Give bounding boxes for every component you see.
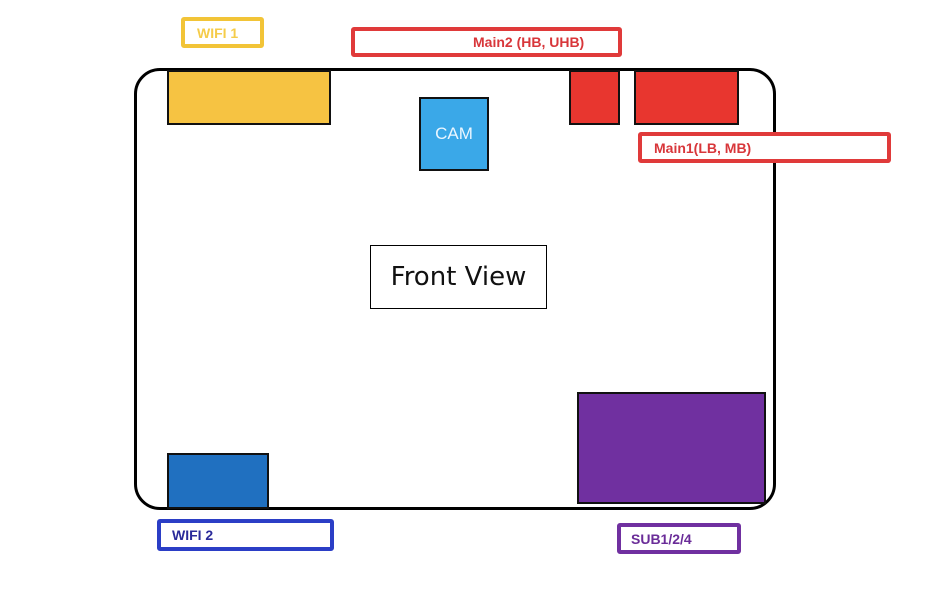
wifi2-label: WIFI 2 <box>157 519 334 551</box>
sub-label: SUB1/2/4 <box>617 523 741 554</box>
wifi1-antenna-block <box>167 70 331 125</box>
main2-antenna-block <box>569 70 620 125</box>
wifi2-antenna-block <box>167 453 269 509</box>
wifi1-label: WIFI 1 <box>181 17 264 48</box>
main2-label: Main2 (HB, UHB) <box>351 27 622 57</box>
main2-label-text: Main2 (HB, UHB) <box>473 34 585 50</box>
main1-antenna-block <box>634 70 739 125</box>
camera-label: CAM <box>435 124 473 143</box>
camera-block: CAM <box>419 97 489 171</box>
front-view-title-box: Front View <box>370 245 547 309</box>
device-outline <box>134 68 776 510</box>
sub-antenna-block <box>577 392 766 504</box>
main1-label-text: Main1(LB, MB) <box>654 139 752 156</box>
sub-label-text: SUB1/2/4 <box>631 530 692 547</box>
front-view-title: Front View <box>390 262 527 292</box>
main1-label: Main1(LB, MB) <box>638 132 891 163</box>
wifi1-label-text: WIFI 1 <box>197 24 239 41</box>
wifi2-label-text: WIFI 2 <box>172 527 214 543</box>
